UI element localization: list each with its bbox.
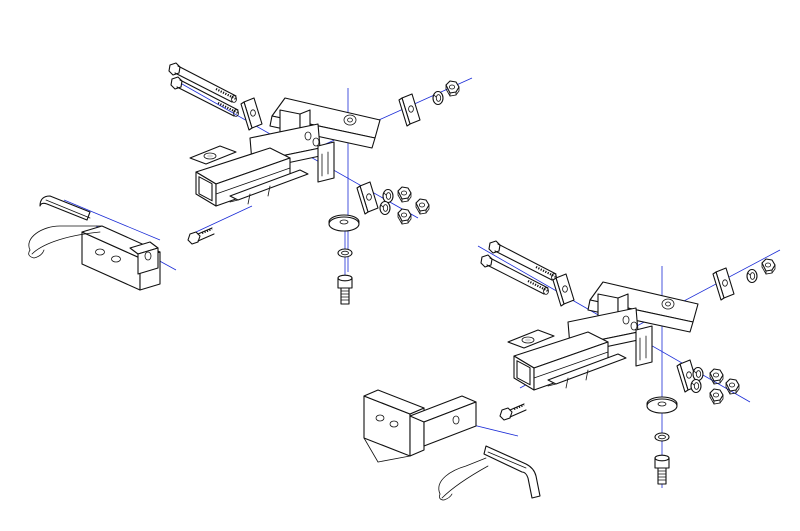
nut-icon (397, 208, 412, 225)
assembly-lower-right (363, 239, 781, 501)
nut-icon (397, 186, 412, 203)
bolt-icon (186, 226, 216, 246)
nut-icon (445, 80, 460, 97)
washer-icon (746, 268, 758, 284)
washer-icon (654, 432, 670, 442)
axis-line (195, 205, 253, 233)
bolt-icon (498, 402, 528, 422)
assembly-upper-left (28, 61, 473, 305)
bracket-icon (81, 225, 161, 291)
washer-icon (337, 248, 353, 258)
washer-icon (379, 200, 391, 216)
washer-icon (692, 366, 704, 382)
plate-icon (552, 273, 575, 307)
receiver-bracket-icon (189, 97, 381, 207)
plate-icon (356, 181, 379, 215)
washer-icon (382, 188, 394, 204)
bolt-icon (337, 274, 353, 305)
washer-icon (690, 378, 702, 394)
axis-line (63, 199, 161, 241)
clip-icon (28, 225, 103, 259)
bolt-icon (654, 454, 670, 485)
nut-icon (709, 388, 724, 405)
washer-icon (646, 396, 678, 414)
pin-icon (39, 195, 91, 221)
nut-icon (709, 368, 724, 385)
nut-icon (761, 258, 776, 275)
pin-icon (483, 445, 541, 499)
plate-icon (240, 97, 263, 131)
receiver-bracket-icon (507, 281, 699, 391)
washer-icon (328, 214, 360, 232)
nut-icon (415, 198, 430, 215)
plate-icon (712, 267, 735, 301)
bracket-icon (363, 389, 477, 463)
washer-icon (432, 90, 444, 106)
clip-icon (438, 457, 489, 501)
plate-icon (398, 93, 421, 127)
